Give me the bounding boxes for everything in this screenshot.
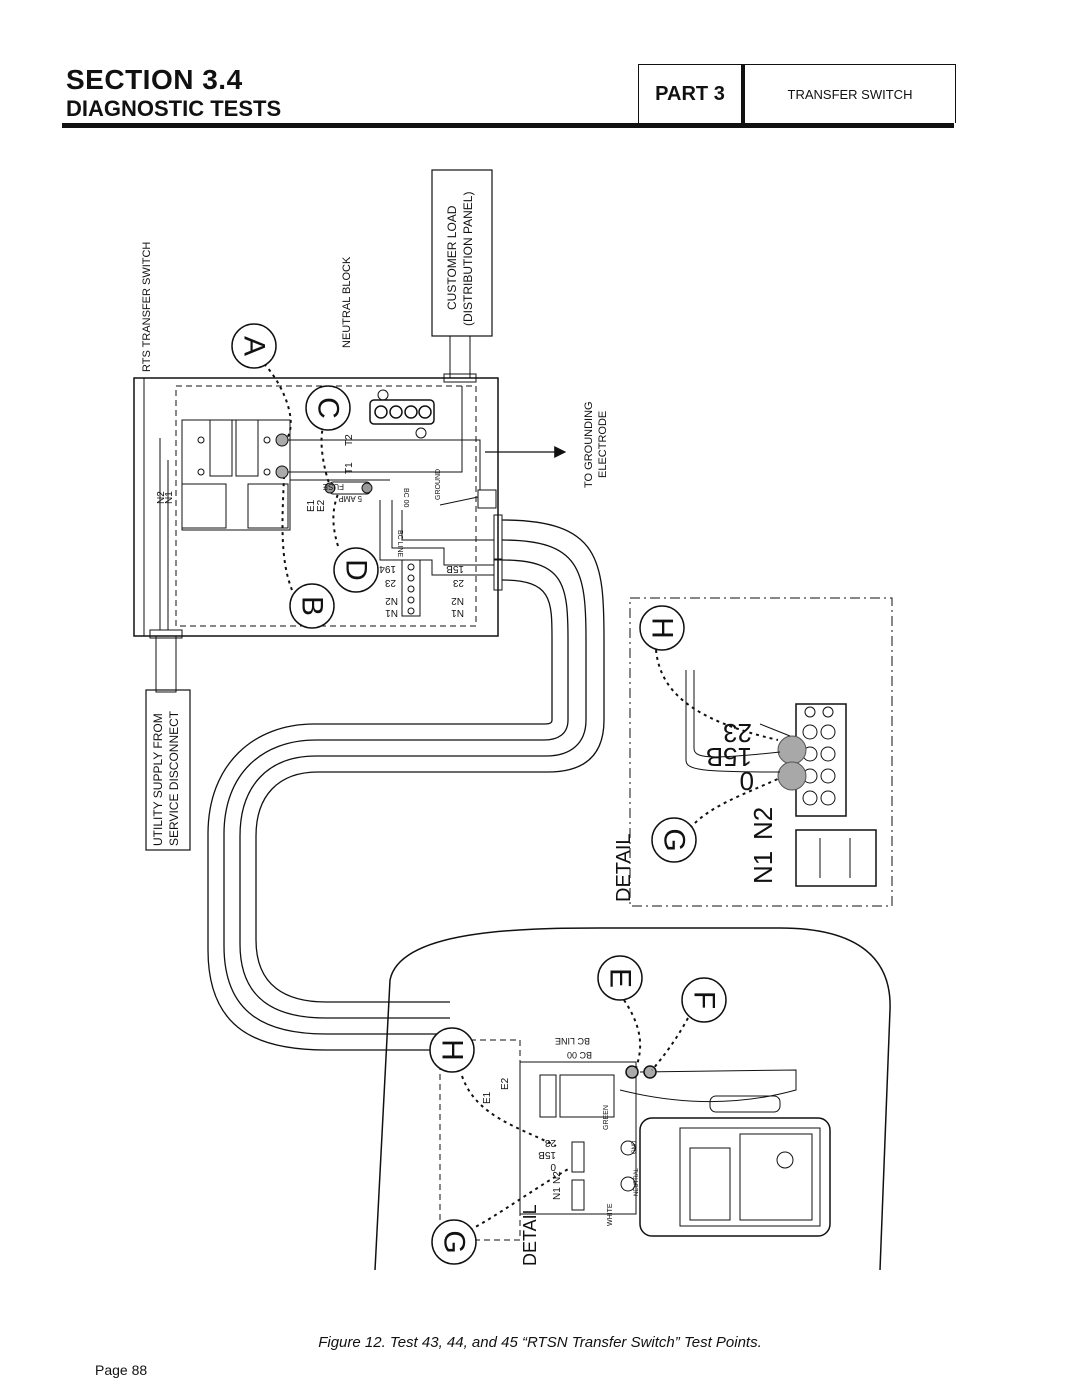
- detail-upper-label: DETAIL: [613, 833, 635, 902]
- page-number: Page 88: [95, 1362, 148, 1378]
- w23-lower-label: 23: [544, 1137, 556, 1148]
- test-point-letter-c: C: [312, 397, 345, 419]
- wire-labels: N2 N1 E1 E2 T1 T2 194 23 15B 23 N2 N1 N2…: [156, 434, 563, 1200]
- white-label: WHITE: [607, 1203, 614, 1226]
- detail-wire-labels: 23 15B 0 N1 N2: [706, 718, 778, 884]
- test-point-b: [289, 583, 335, 629]
- gnd-label: GND: [632, 1140, 638, 1154]
- detail-0-label: 0: [740, 766, 754, 796]
- test-point-letter-d: D: [340, 559, 373, 581]
- detail-lower-label: DETAIL: [520, 1204, 540, 1266]
- n2-strip-label: N2: [385, 595, 398, 606]
- test-point-letters: A B C D H G E F H G: [238, 336, 721, 1254]
- test-point-letter-g-lower: G: [438, 1230, 471, 1253]
- test-point-markers: [231, 323, 727, 1265]
- test-point-h-upper: [639, 605, 685, 651]
- test-point-letter-f: F: [688, 991, 721, 1009]
- wiring-diagram: A B C D H G E F H G RTS TRANSFER SWITCH …: [133, 169, 893, 1271]
- test-point-g-upper: [651, 817, 697, 863]
- customer-load-label: CUSTOMER LOAD: [445, 205, 459, 310]
- ground-label: GROUND: [435, 469, 442, 500]
- test-point-a: [231, 323, 277, 369]
- neutral-block-label: NEUTRAL BLOCK: [341, 256, 353, 348]
- test-point-leaders: [263, 363, 781, 1231]
- service-disconnect-label: SERVICE DISCONNECT: [167, 710, 181, 846]
- test-point-d: [333, 547, 379, 593]
- n1-label: N1: [164, 491, 175, 504]
- test-point-letter-h: H: [646, 617, 679, 639]
- utility-supply-label: UTILITY SUPPLY FROM: [151, 713, 165, 846]
- neutral-label: NEUTRAL: [634, 1167, 640, 1196]
- test-point-h-lower: [429, 1027, 475, 1073]
- t2-label: T2: [344, 434, 355, 446]
- bc-line-label: BC LINE: [396, 530, 403, 558]
- topic-label: TRANSFER SWITCH: [742, 64, 956, 123]
- n2-lower-label: N2: [552, 1171, 563, 1184]
- n1-lower-label: N1: [552, 1187, 563, 1200]
- conduit-run: [207, 519, 605, 1051]
- detail-upper: [629, 597, 893, 907]
- w23-right-label: 23: [452, 577, 464, 588]
- e1-lower-label: E1: [482, 1091, 493, 1104]
- rts-switch-label: RTS TRANSFER SWITCH: [141, 242, 153, 372]
- n1-strip-right-label: N1: [451, 607, 464, 618]
- utility-supply-box: [145, 689, 191, 851]
- w194-label: 194: [379, 563, 396, 574]
- detail-n1-label: N1: [748, 851, 778, 884]
- detail-23-label: 23: [723, 718, 752, 748]
- bc-00-label: BC 00: [402, 488, 409, 508]
- test-point-f: [681, 977, 727, 1023]
- detail-15b-label: 15B: [706, 742, 752, 772]
- section-number: SECTION 3.4: [66, 64, 243, 95]
- test-point-e: [597, 955, 643, 1001]
- customer-load-box: [431, 169, 493, 337]
- w15b-label: 15B: [446, 563, 464, 574]
- w23-label: 23: [384, 577, 396, 588]
- e2-label: E2: [316, 499, 327, 512]
- test-point-letter-h-lower: H: [436, 1039, 469, 1061]
- e1-label: E1: [306, 499, 317, 512]
- n2-label: N2: [156, 491, 167, 504]
- part-label: PART 3: [638, 64, 742, 123]
- test-point-c: [305, 385, 351, 431]
- test-point-letter-a: A: [238, 336, 271, 356]
- w15b-lower-label: 15B: [538, 1149, 556, 1160]
- bc-00-lower-label: BC 00: [567, 1050, 592, 1060]
- e2-lower-label: E2: [500, 1077, 511, 1090]
- test-point-g-lower: [431, 1219, 477, 1265]
- transfer-switch-enclosure: [133, 335, 503, 693]
- t1-label: T1: [344, 462, 355, 474]
- distribution-panel-label: (DISTRIBUTION PANEL): [461, 192, 475, 326]
- n1-strip-label: N1: [385, 607, 398, 618]
- w0-lower-label: 0: [550, 1161, 556, 1172]
- n2-strip-right-label: N2: [451, 595, 464, 606]
- bc-line-lower-label: BC LINE: [555, 1036, 590, 1046]
- amp-label: 5 AMP: [338, 494, 362, 503]
- section-title: DIAGNOSTIC TESTS: [66, 96, 282, 121]
- grounding-label: TO GROUNDING: [583, 401, 595, 488]
- test-point-letter-b: B: [296, 596, 329, 616]
- electrode-label: ELECTRODE: [597, 411, 609, 478]
- header-rule: [62, 123, 954, 128]
- fuse-label: FUSE: [323, 482, 344, 491]
- generator-body: [374, 927, 891, 1271]
- annotation-labels: RTS TRANSFER SWITCH NEUTRAL BLOCK CUSTOM…: [141, 192, 640, 1266]
- test-point-letter-e: E: [604, 968, 637, 988]
- figure-caption: Figure 12. Test 43, 44, and 45 “RTSN Tra…: [318, 1334, 762, 1351]
- detail-n2-label: N2: [748, 807, 778, 840]
- green-label: GREEN: [603, 1105, 610, 1130]
- test-point-letter-g: G: [658, 828, 691, 851]
